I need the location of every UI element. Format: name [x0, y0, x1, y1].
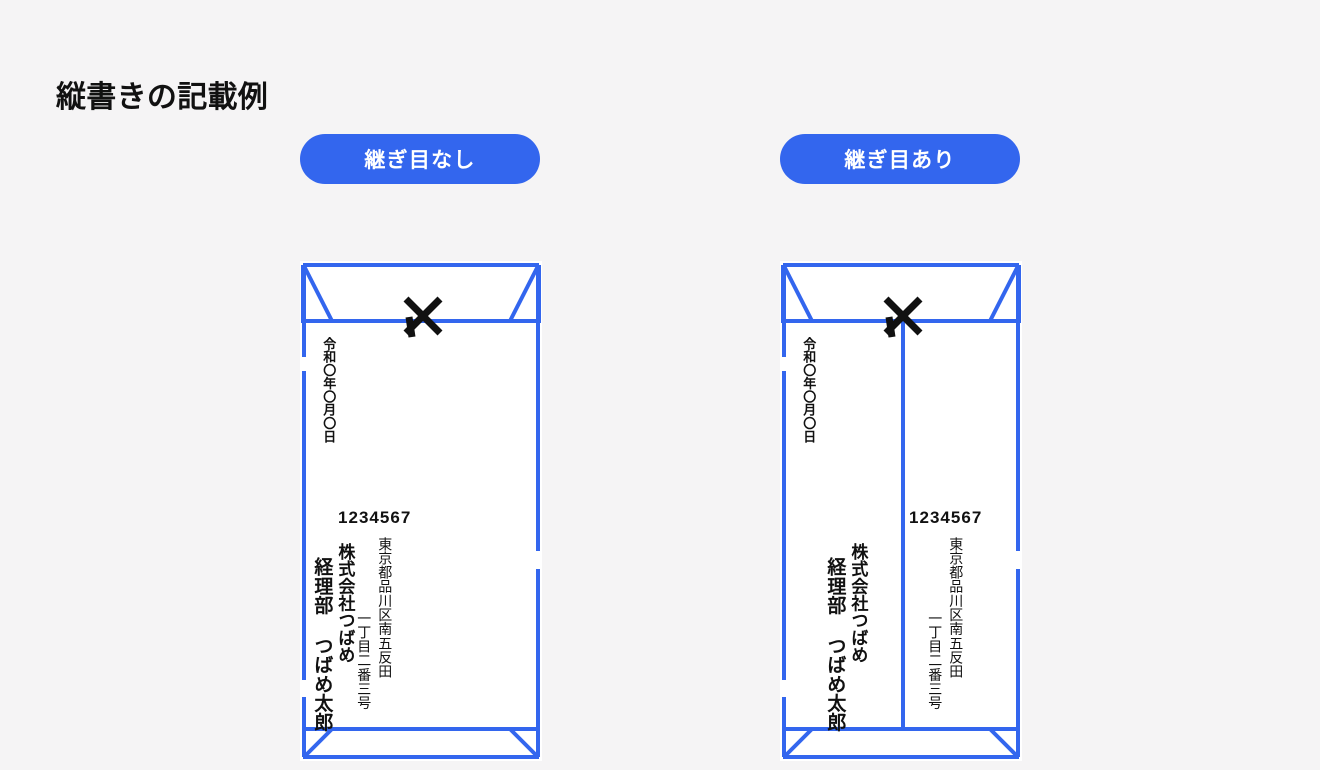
envelope-postal-code: 1234567: [909, 508, 983, 527]
envelope-outline: [301, 263, 541, 759]
envelope-company-name: 株式会社つばめ: [335, 543, 355, 664]
envelope-address-line-2: 一丁目二番三号: [356, 611, 373, 710]
envelope-date: 令和〇年〇月〇日: [801, 337, 817, 444]
envelope-address-line-1: 東京都品川区南五反田: [948, 537, 965, 679]
badge-no-seam: 継ぎ目なし: [300, 134, 540, 184]
envelope-address-line-1: 東京都品川区南五反田: [377, 537, 394, 679]
envelope-outline: [781, 263, 1021, 759]
page-title: 縦書きの記載例: [56, 81, 269, 115]
example-card-with-seam: 継ぎ目あり 令和〇年〇月〇日 1234567: [780, 134, 1022, 761]
envelope-date: 令和〇年〇月〇日: [321, 337, 337, 444]
envelope-postal-code: 1234567: [338, 508, 412, 527]
envelope-person-name: 経理部 つばめ太郎: [824, 557, 846, 732]
example-card-no-seam: 継ぎ目なし: [300, 134, 542, 761]
envelope-address-line-2: 一丁目二番三号: [927, 611, 944, 710]
envelope-company-name: 株式会社つばめ: [848, 543, 868, 664]
envelope-no-seam: 令和〇年〇月〇日 1234567 東京都品川区南五反田 一丁目二番三号 株式会社…: [300, 261, 542, 761]
envelope-person-name: 経理部 つばめ太郎: [311, 557, 333, 732]
badge-with-seam: 継ぎ目あり: [780, 134, 1020, 184]
envelope-with-seam: 令和〇年〇月〇日 1234567 東京都品川区南五反田 一丁目二番三号 株式会社…: [780, 261, 1022, 761]
